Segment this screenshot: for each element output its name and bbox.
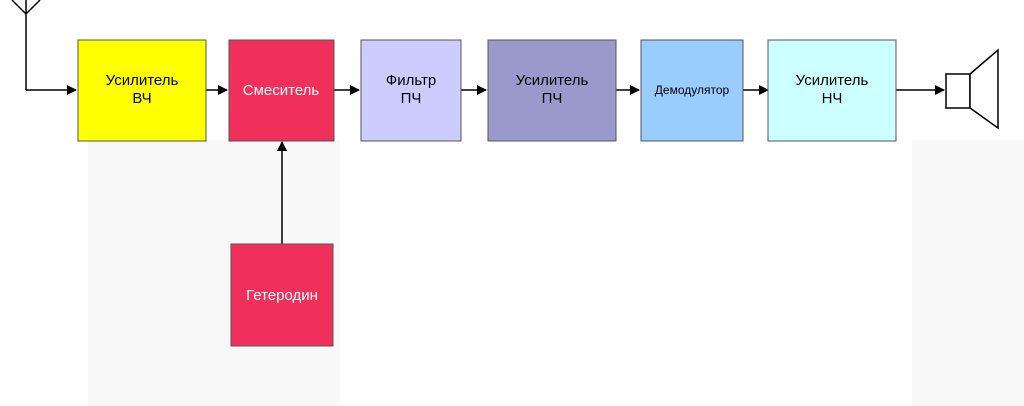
block-local-oscillator-box — [230, 243, 334, 347]
block-mixer-label: Смеситель — [243, 82, 320, 99]
block-if-filter: Фильтр ПЧ — [360, 39, 462, 142]
block-rf-amplifier-box — [77, 39, 207, 142]
block-if-filter-label-line2: ПЧ — [401, 90, 422, 107]
block-if-amplifier-label-line1: Усилитель — [516, 72, 589, 89]
block-if-amplifier-label-line2: ПЧ — [542, 90, 563, 107]
speaker-icon — [945, 48, 999, 130]
block-rf-amplifier: Усилитель ВЧ — [77, 39, 207, 142]
block-af-amplifier-box — [767, 39, 897, 142]
block-af-amplifier-label-line2: НЧ — [822, 90, 843, 107]
block-if-amplifier-box — [487, 39, 617, 142]
block-mixer-box — [228, 39, 335, 142]
background-panel-right — [912, 140, 1024, 406]
block-demodulator: Демодулятор — [640, 39, 744, 142]
block-local-oscillator: Гетеродин — [230, 243, 334, 347]
block-rf-amplifier-label-line2: ВЧ — [132, 90, 151, 107]
signal-connectors — [26, 85, 945, 244]
antenna-icon — [11, 0, 41, 90]
block-rf-amplifier-label-line1: Усилитель — [106, 72, 179, 89]
block-local-oscillator-label: Гетеродин — [246, 287, 318, 304]
block-af-amplifier: Усилитель НЧ — [767, 39, 897, 142]
block-if-filter-label-line1: Фильтр — [386, 72, 436, 89]
block-af-amplifier-label-line1: Усилитель — [796, 72, 869, 89]
block-demodulator-box — [640, 39, 744, 142]
block-if-amplifier: Усилитель ПЧ — [487, 39, 617, 142]
block-if-filter-box — [360, 39, 462, 142]
block-demodulator-label: Демодулятор — [655, 83, 730, 97]
block-mixer: Смеситель — [228, 39, 335, 142]
